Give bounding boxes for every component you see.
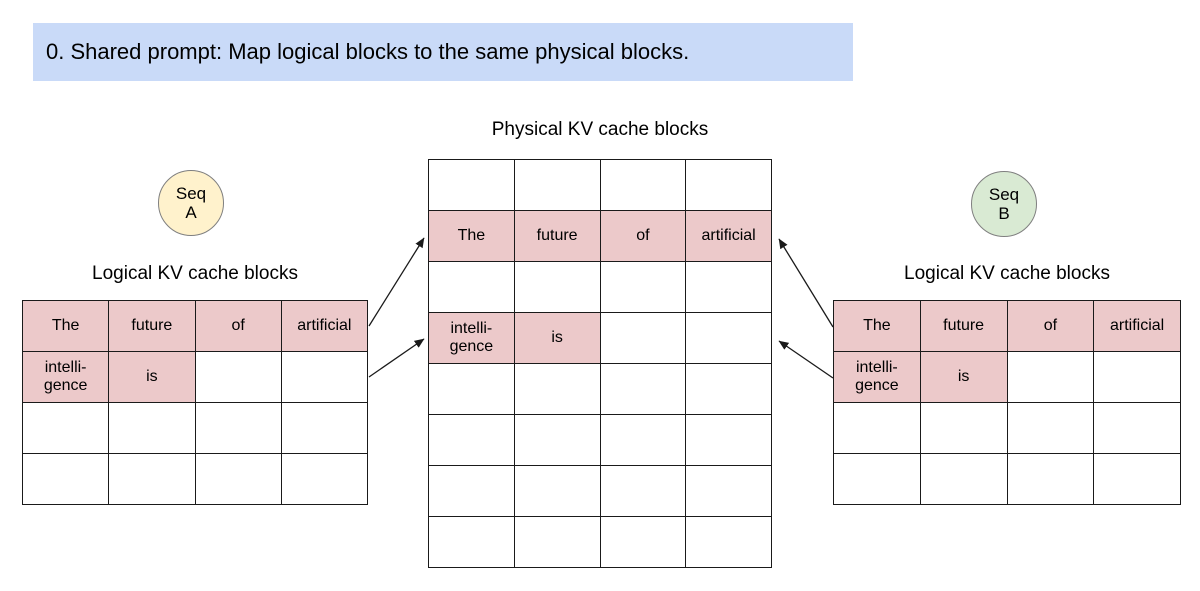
cell bbox=[22, 453, 109, 504]
cell: future bbox=[108, 300, 195, 351]
cell: The bbox=[833, 300, 920, 351]
cell bbox=[685, 363, 771, 414]
seq-b-table-title: Logical KV cache blocks bbox=[904, 263, 1110, 284]
cell bbox=[599, 312, 686, 363]
cell bbox=[513, 363, 600, 414]
cell bbox=[513, 465, 600, 516]
cell bbox=[685, 159, 771, 210]
arrow-seq-a-block1-to-physical3 bbox=[368, 338, 425, 378]
cell: intelli- gence bbox=[833, 351, 920, 402]
cell bbox=[685, 414, 771, 465]
cell bbox=[685, 465, 771, 516]
cell: is bbox=[919, 351, 1007, 402]
cell: of bbox=[1006, 300, 1094, 351]
seq-b-badge: Seq B bbox=[971, 171, 1037, 237]
cell bbox=[685, 312, 771, 363]
cell bbox=[1093, 453, 1180, 504]
cell bbox=[513, 261, 600, 312]
cell bbox=[428, 159, 514, 210]
physical-table: The future of artificial intelli- gence … bbox=[428, 159, 772, 568]
cell: is bbox=[513, 312, 600, 363]
cell bbox=[280, 351, 367, 402]
seq-a-badge-line2: A bbox=[185, 203, 197, 222]
physical-table-title: Physical KV cache blocks bbox=[491, 119, 709, 140]
cell bbox=[513, 159, 600, 210]
cell bbox=[833, 402, 920, 453]
cell bbox=[22, 402, 109, 453]
cell bbox=[599, 363, 686, 414]
cell: intelli- gence bbox=[22, 351, 109, 402]
cell bbox=[1093, 351, 1180, 402]
cell: artificial bbox=[1093, 300, 1180, 351]
cell bbox=[599, 465, 686, 516]
seq-b-badge-line1: Seq bbox=[988, 184, 1020, 204]
cell bbox=[108, 402, 195, 453]
cell: of bbox=[599, 210, 686, 261]
cell bbox=[513, 516, 600, 567]
cell bbox=[108, 453, 195, 504]
cell bbox=[194, 453, 281, 504]
seq-a-badge-line1: Seq bbox=[175, 183, 207, 203]
cell: of bbox=[194, 300, 281, 351]
cell: The bbox=[22, 300, 109, 351]
cell bbox=[280, 402, 367, 453]
cell bbox=[1006, 351, 1094, 402]
cell bbox=[685, 261, 771, 312]
cell bbox=[428, 465, 514, 516]
cell bbox=[685, 516, 771, 567]
cell bbox=[428, 516, 514, 567]
cell: The bbox=[428, 210, 514, 261]
cell: artificial bbox=[280, 300, 367, 351]
arrow-seq-b-block1-to-physical3 bbox=[778, 340, 834, 379]
arrow-seq-b-block0-to-physical1 bbox=[778, 238, 834, 328]
cell: intelli- gence bbox=[428, 312, 514, 363]
cell: future bbox=[513, 210, 600, 261]
title-text: 0. Shared prompt: Map logical blocks to … bbox=[46, 39, 690, 64]
title-banner: 0. Shared prompt: Map logical blocks to … bbox=[33, 23, 853, 81]
cell bbox=[1093, 402, 1180, 453]
cell bbox=[1006, 402, 1094, 453]
cell bbox=[513, 414, 600, 465]
cell bbox=[1006, 453, 1094, 504]
cell bbox=[428, 414, 514, 465]
cell bbox=[194, 351, 281, 402]
cell bbox=[599, 159, 686, 210]
seq-b-logical-table: The future of artificial intelli- gence … bbox=[833, 300, 1181, 505]
seq-a-badge: Seq A bbox=[158, 170, 224, 236]
cell: is bbox=[108, 351, 195, 402]
cell: future bbox=[919, 300, 1007, 351]
cell bbox=[428, 261, 514, 312]
seq-b-badge-line2: B bbox=[998, 204, 1010, 223]
cell bbox=[599, 414, 686, 465]
seq-a-logical-table: The future of artificial intelli- gence … bbox=[22, 300, 368, 505]
cell bbox=[919, 453, 1007, 504]
cell bbox=[280, 453, 367, 504]
cell bbox=[599, 261, 686, 312]
cell bbox=[428, 363, 514, 414]
cell: artificial bbox=[685, 210, 771, 261]
cell bbox=[833, 453, 920, 504]
cell bbox=[599, 516, 686, 567]
cell bbox=[194, 402, 281, 453]
seq-a-table-title: Logical KV cache blocks bbox=[92, 263, 298, 284]
arrow-seq-a-block0-to-physical1 bbox=[368, 237, 425, 327]
cell bbox=[919, 402, 1007, 453]
